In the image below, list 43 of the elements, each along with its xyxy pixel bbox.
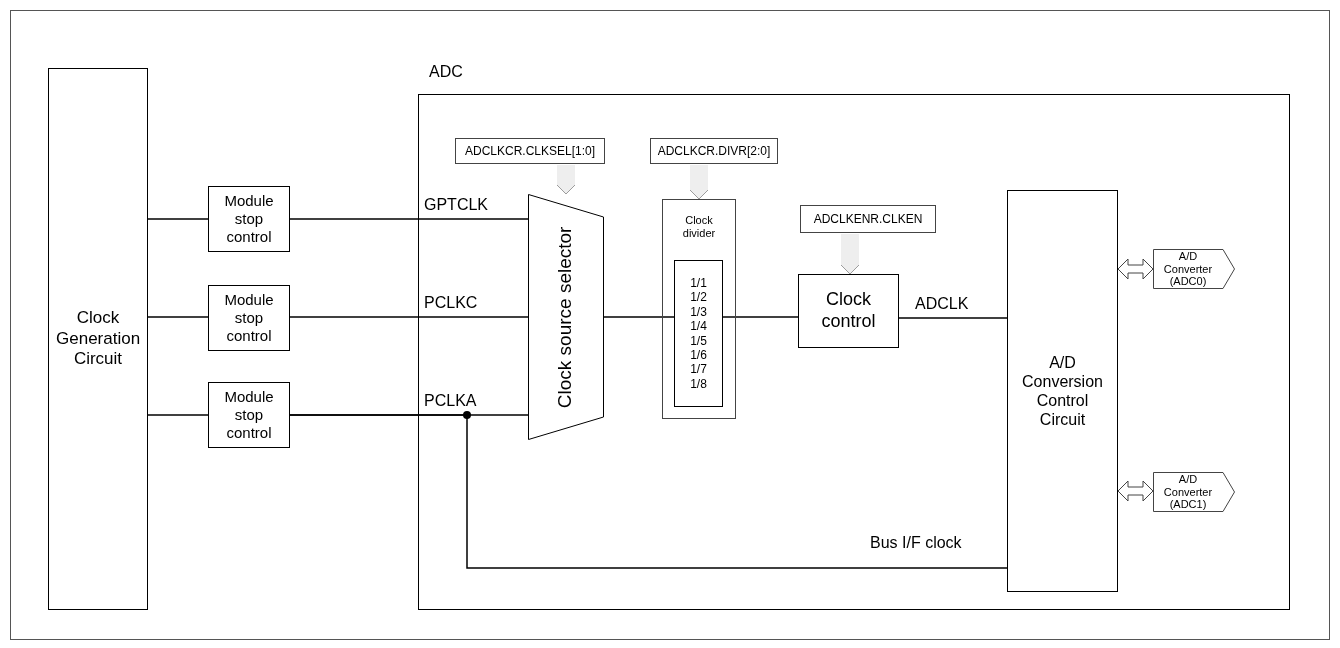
block-label: Clock Generation Circuit [56, 308, 140, 370]
block-label: ADCLKCR.CLKSEL[1:0] [464, 143, 596, 159]
block-label: A/D Converter (ADC1) [1162, 473, 1214, 511]
block-label: Module stop control [223, 291, 275, 345]
block-arrow [841, 234, 859, 274]
block-arrow [690, 165, 708, 199]
block-label: ADCLKENR.CLKEN [813, 211, 923, 227]
block-label: A/D Converter (ADC0) [1162, 250, 1214, 288]
signal-line [898, 317, 1008, 319]
block-label: ADCLKCR.DIVR[2:0] [657, 143, 771, 159]
block-label: Clock control [820, 289, 877, 333]
block-label: Clock divider [681, 214, 717, 241]
signal-line [603, 316, 675, 318]
divider-block [662, 199, 736, 419]
register-box [800, 205, 936, 233]
signal-line [289, 414, 1008, 569]
register-box [650, 138, 778, 164]
block-label: Module stop control [223, 192, 275, 246]
double-block-arrow [1117, 258, 1154, 280]
double-block-arrow [1117, 480, 1154, 502]
block-label: Clock source selector [554, 226, 577, 408]
module-stop-block [208, 285, 290, 351]
signal-line [722, 316, 799, 318]
block-label: 1/1 1/2 1/3 1/4 1/5 1/6 1/7 1/8 [689, 275, 708, 392]
signal-line [289, 218, 529, 220]
block-label: Module stop control [223, 388, 275, 442]
signal-line [147, 414, 209, 416]
clock-control-block [798, 274, 899, 348]
signal-line [147, 218, 209, 220]
block-label: A/D Conversion Control Circuit [1021, 352, 1104, 430]
signal-line [289, 316, 529, 318]
signal-line [147, 316, 209, 318]
module-stop-block [208, 186, 290, 252]
block-arrow [557, 165, 575, 194]
register-box [455, 138, 605, 164]
selector-trapezoid [528, 194, 604, 440]
converter-pentagon [1153, 249, 1235, 289]
module-stop-block [208, 382, 290, 448]
converter-pentagon [1153, 472, 1235, 512]
clock-generator-block [48, 68, 148, 610]
ratio-list-box [674, 260, 723, 407]
module-heading: ADC [429, 63, 463, 81]
control-circuit-block [1007, 190, 1118, 592]
